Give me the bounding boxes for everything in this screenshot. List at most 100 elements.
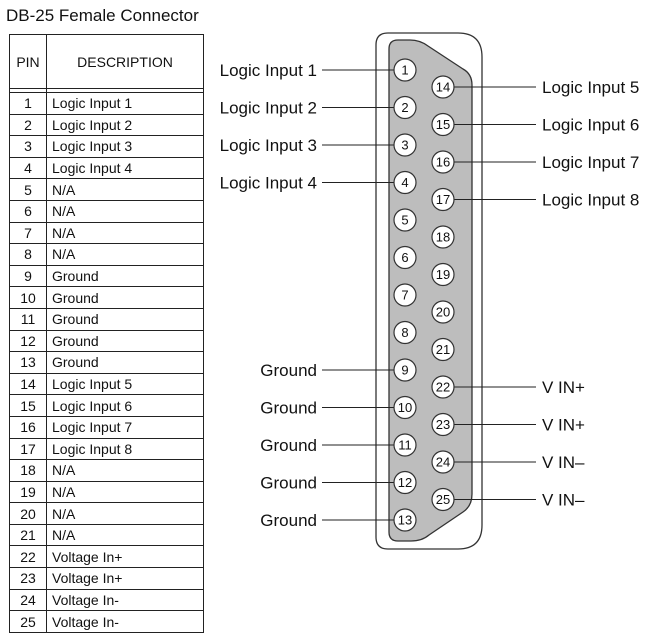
pin-number: 1 [401, 63, 408, 78]
pin-number: 8 [401, 325, 408, 340]
pin-circle [431, 412, 455, 437]
pin-number-cell: 22 [9, 545, 47, 569]
pin-circle [431, 300, 455, 324]
pin-number: 19 [436, 267, 450, 282]
pin-number: 17 [436, 192, 450, 207]
pin-description-cell: Logic Input 6 [46, 394, 204, 417]
pin-number: 24 [436, 455, 450, 470]
pin-number: 16 [436, 155, 450, 170]
pin-circle [431, 450, 455, 474]
pin-number: 23 [436, 417, 450, 432]
pin-label-right: Logic Input 7 [542, 153, 639, 172]
table-header-row: PIN DESCRIPTION [9, 34, 204, 89]
spacer-cell [46, 88, 204, 93]
pin-label-right: Logic Input 6 [542, 116, 639, 135]
pin-number: 2 [401, 100, 408, 115]
pin-number: 14 [436, 80, 450, 95]
pin-number: 18 [436, 230, 450, 245]
pin-number: 10 [398, 400, 412, 415]
pin-circle [393, 133, 417, 157]
pin-label-left: Ground [260, 436, 317, 455]
pin-number: 20 [436, 305, 450, 320]
pin-description-cell: N/A [46, 243, 204, 266]
pin-circle [393, 245, 417, 270]
pin-circle [393, 395, 417, 420]
pin-description-cell: Logic Input 2 [46, 113, 204, 137]
pin-circle [431, 75, 455, 99]
pin-label-right: Logic Input 5 [542, 78, 639, 97]
pin-number: 12 [398, 475, 412, 490]
pin-circle [393, 358, 417, 382]
pin-description-cell: Voltage In- [46, 610, 204, 633]
pin-number: 11 [398, 438, 412, 453]
pin-circle [393, 320, 417, 345]
pin-number: 5 [401, 213, 408, 228]
pin-number: 22 [436, 380, 450, 395]
pin-label-right: V IN+ [542, 416, 585, 435]
pin-circle [431, 150, 455, 174]
pin-circle [431, 262, 455, 287]
pin-label-right: V IN– [542, 453, 585, 472]
pin-label-left: Ground [260, 399, 317, 418]
connector-shell-group [375, 32, 483, 550]
pin-description-cell: Logic Input 5 [46, 372, 204, 396]
pin-number: 25 [436, 492, 450, 507]
pin-number: 21 [436, 342, 450, 357]
pin-number: 15 [436, 117, 450, 132]
pin-number: 3 [401, 138, 408, 153]
pin-number-cell: 19 [9, 480, 47, 504]
pin-label-left: Ground [260, 474, 317, 493]
diagram-title: DB-25 Female Connector [6, 6, 199, 25]
pin-description-cell: Ground [46, 307, 204, 331]
pin-circle [393, 58, 417, 82]
pin-circle [393, 508, 417, 532]
description-column-header: DESCRIPTION [46, 34, 204, 89]
pin-description-cell: Logic Input 7 [46, 415, 204, 439]
pin-circle [393, 470, 417, 495]
pin-number: 9 [401, 363, 408, 378]
pin-label-left: Ground [260, 361, 317, 380]
pin-label-left: Logic Input 4 [220, 174, 317, 193]
pin-circle [393, 208, 417, 232]
pin-label-left: Logic Input 3 [220, 136, 317, 155]
pin-number: 13 [398, 513, 412, 528]
pin-description-cell: N/A [46, 178, 204, 201]
pin-number-cell: 16 [9, 415, 47, 439]
pin-description-cell: Logic Input 4 [46, 156, 204, 180]
pin-circle [431, 225, 455, 249]
pin-description-cell: N/A [46, 199, 204, 223]
pin-description-cell: Logic Input 1 [46, 92, 204, 115]
pin-circle [393, 433, 417, 457]
pin-label-left: Ground [260, 511, 317, 530]
pin-circle [431, 375, 455, 399]
table-spacer-row [9, 88, 204, 93]
pin-label-right: Logic Input 8 [542, 191, 639, 210]
pin-circle [393, 170, 417, 195]
pin-circle [431, 187, 455, 212]
pin-description-cell: Ground [46, 286, 204, 309]
pin-circle [431, 112, 455, 137]
pin-number: 7 [401, 288, 408, 303]
pin-circle [393, 95, 417, 120]
pin-circle [393, 283, 417, 307]
pin-description-cell: N/A [46, 480, 204, 504]
pin-number-cell: 13 [9, 351, 47, 374]
